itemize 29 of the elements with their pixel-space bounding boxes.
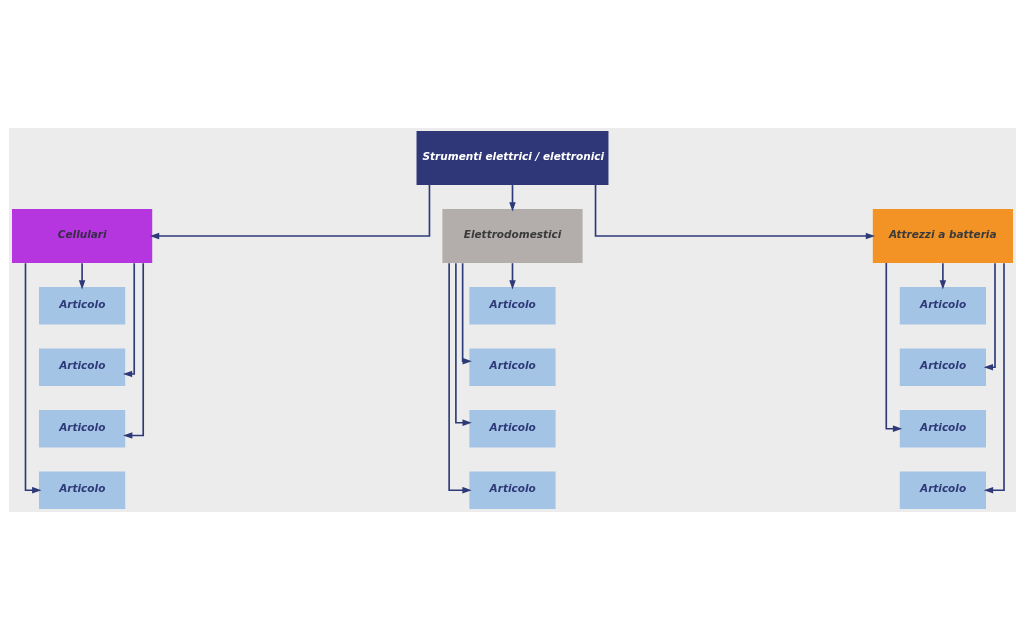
arrow — [594, 184, 875, 240]
arrow — [454, 262, 472, 426]
arrow — [939, 262, 946, 290]
node-box: Cellulari — [11, 209, 152, 263]
node-box: Attrezzi a batteria — [872, 209, 1013, 263]
node-box: Strumenti elettrici / elettronici — [416, 131, 608, 186]
arrow — [149, 184, 430, 240]
node-box: Articolo — [468, 410, 556, 448]
node-box: Articolo — [468, 471, 556, 509]
node-box: Articolo — [899, 287, 986, 325]
arrow — [24, 262, 41, 494]
node-box: Articolo — [468, 287, 556, 325]
arrow — [983, 262, 996, 371]
node-box: Articolo — [899, 410, 986, 448]
node-box: Articolo — [468, 348, 556, 386]
arrow — [983, 262, 1005, 494]
arrow — [78, 262, 85, 290]
arrow — [122, 262, 144, 439]
arrow — [884, 262, 902, 432]
arrow — [447, 262, 472, 494]
node-box: Articolo — [38, 410, 125, 448]
node-box: Elettrodomestici — [441, 209, 583, 263]
node-box: Articolo — [899, 348, 986, 386]
node-box: Articolo — [899, 471, 986, 509]
node-box: Articolo — [38, 348, 125, 386]
node-box: Articolo — [38, 471, 125, 509]
node-box: Articolo — [38, 287, 125, 325]
arrow — [461, 262, 472, 365]
arrow — [122, 262, 135, 378]
